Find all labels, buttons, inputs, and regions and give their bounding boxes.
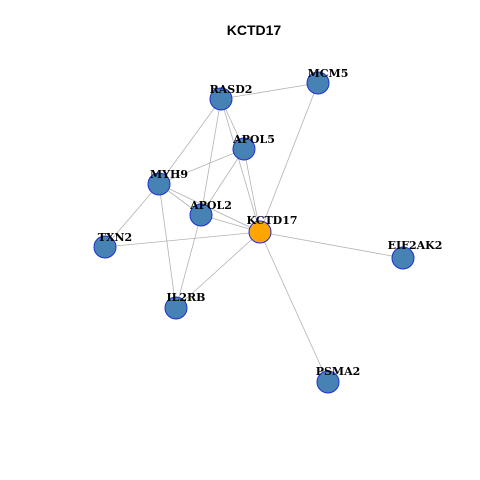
node-circle-myh9 [147,172,171,196]
edge-il2rb-kctd17 [175,231,261,309]
node-circle-kctd17 [248,220,272,244]
node-label-kctd17: KCTD17 [246,214,297,227]
graph-title: KCTD17 [227,22,282,38]
node-apol2: APOL2 [189,199,232,227]
edge-rasd2-mcm5 [220,82,319,100]
node-circle-mcm5 [306,71,330,95]
edge-mcm5-kctd17 [259,82,319,233]
node-psma2: PSMA2 [316,365,361,394]
node-circle-rasd2 [209,87,233,111]
node-label-txn2: TXN2 [98,231,132,244]
node-label-myh9: MYH9 [150,168,188,181]
edge-apol5-apol2 [200,148,245,216]
edge-myh9-il2rb [158,183,177,309]
node-eif2ak2: EIF2AK2 [388,239,443,270]
node-label-psma2: PSMA2 [316,365,361,378]
node-circle-apol2 [189,203,213,227]
node-kctd17: KCTD17 [246,214,298,244]
node-label-eif2ak2: EIF2AK2 [388,239,443,252]
node-circle-il2rb [164,296,188,320]
node-label-apol5: APOL5 [232,133,275,146]
node-circle-eif2ak2 [391,246,415,270]
edge-rasd2-kctd17 [220,98,261,233]
edge-myh9-txn2 [104,183,160,248]
node-txn2: TXN2 [93,231,132,259]
node-circle-txn2 [93,235,117,259]
edge-rasd2-apol2 [200,98,222,216]
node-label-apol2: APOL2 [189,199,232,212]
edge-apol2-il2rb [175,214,202,309]
node-mcm5: MCM5 [306,67,349,95]
node-circle-psma2 [316,370,340,394]
node-layer: KCTD17 MCM5RASD2APOL5MYH9APOL2TXN2EIF2AK2… [93,67,443,394]
node-circle-apol5 [232,137,256,161]
node-label-il2rb: IL2RB [167,291,206,304]
edge-kctd17-psma2 [259,231,329,383]
edge-apol5-kctd17 [243,148,261,233]
node-label-mcm5: MCM5 [308,67,349,80]
node-il2rb: IL2RB [164,291,206,320]
edge-apol5-myh9 [158,148,245,185]
node-myh9: MYH9 [147,168,188,196]
edge-kctd17-eif2ak2 [259,231,404,259]
node-label-rasd2: RASD2 [210,83,253,96]
node-rasd2: RASD2 [209,83,253,111]
edge-txn2-kctd17 [104,231,261,248]
node-apol5: APOL5 [232,133,275,161]
edge-rasd2-myh9 [158,98,222,185]
